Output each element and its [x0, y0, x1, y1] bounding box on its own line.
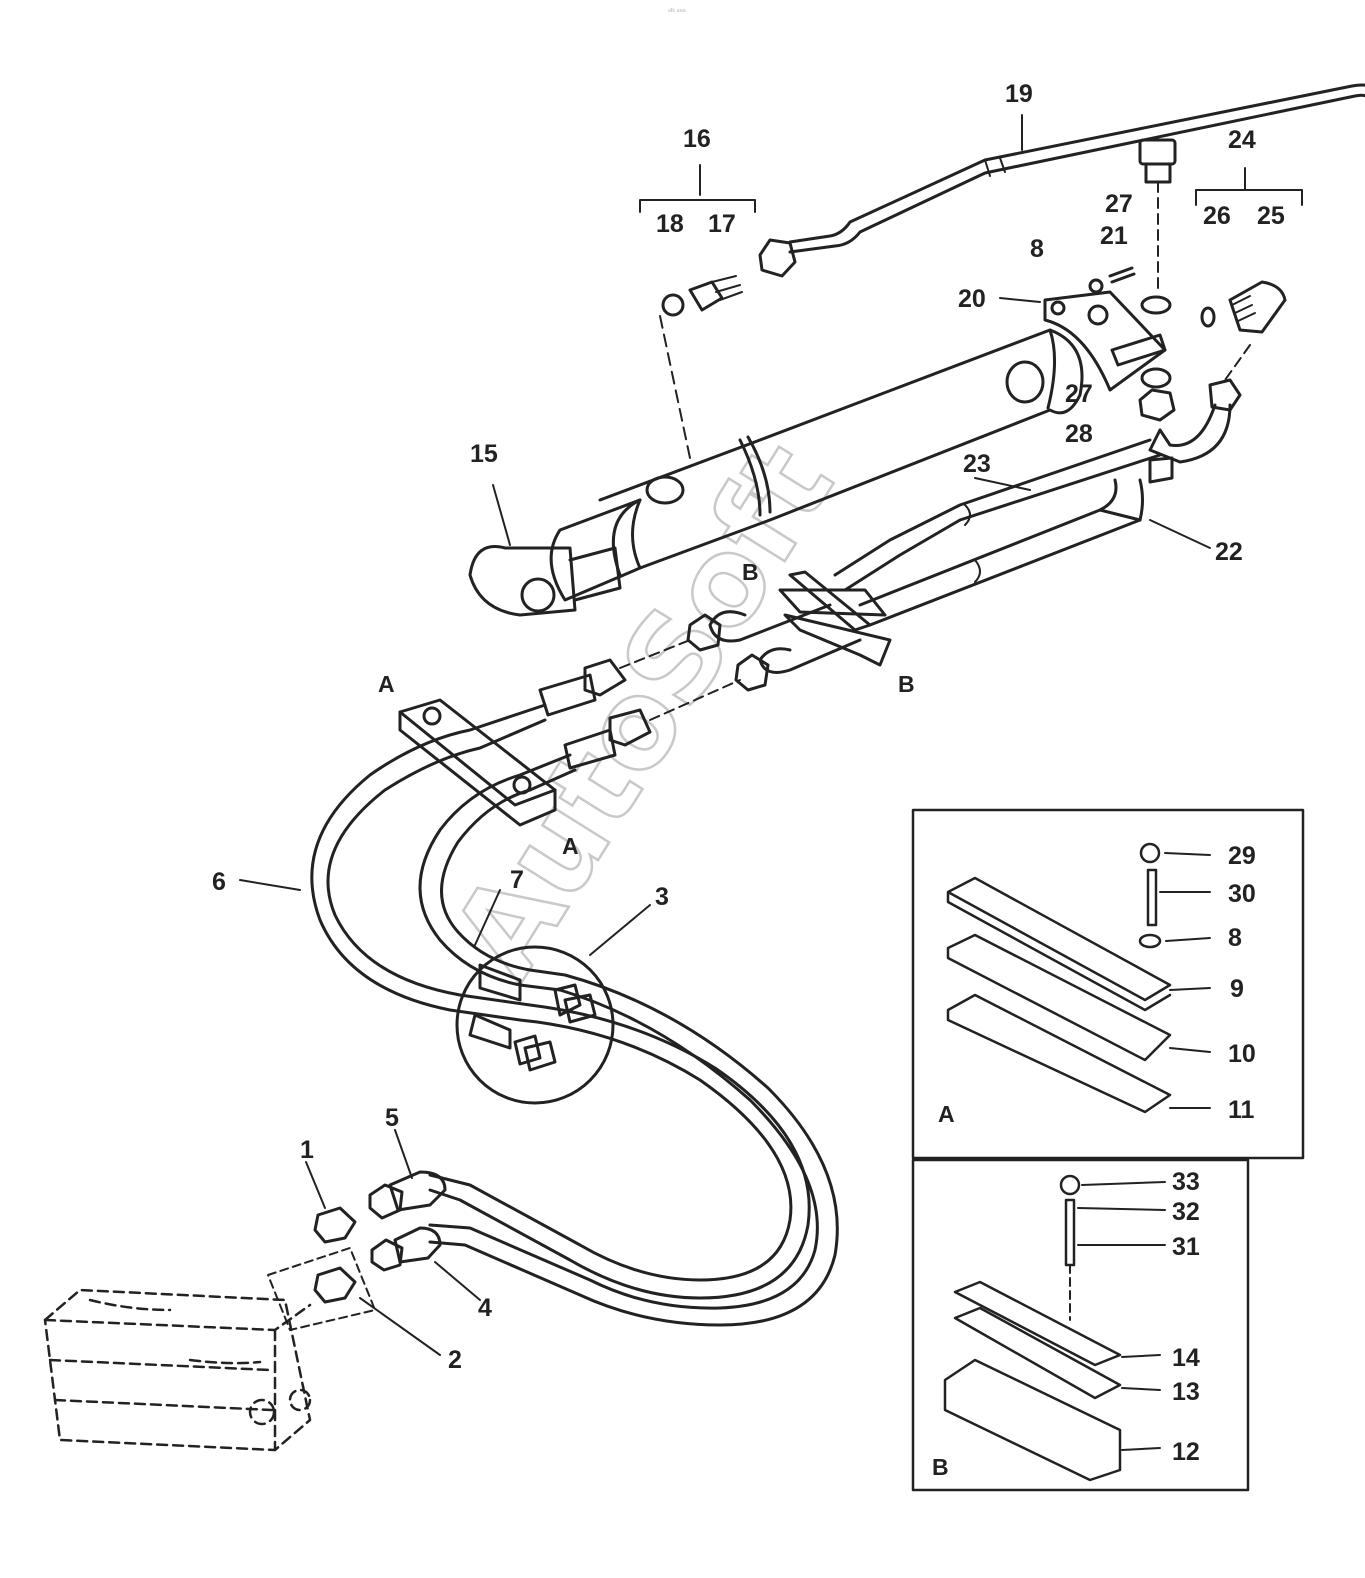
- fitting-17: [659, 275, 743, 459]
- hose-22: [858, 378, 1242, 627]
- valve-block: [43, 1288, 312, 1452]
- hose-6: [310, 703, 811, 1300]
- callout-11: 11: [1228, 1096, 1255, 1124]
- tube-fitting-top: [1138, 138, 1177, 289]
- callout-30: 30: [1228, 880, 1256, 908]
- callout-3: 3: [655, 883, 669, 911]
- callout-28: 28: [1065, 420, 1093, 448]
- section-label-b-1: B: [742, 559, 759, 585]
- tube-19: [788, 83, 1365, 254]
- inset-b-label: B: [932, 1454, 949, 1480]
- callout-29: 29: [1228, 842, 1256, 870]
- inset-panel-a: [911, 808, 1305, 1160]
- hose-7: [418, 753, 839, 1327]
- callout-7: 7: [510, 866, 524, 894]
- callout-10: 10: [1228, 1040, 1256, 1068]
- callout-22: 22: [1215, 538, 1243, 566]
- tube-nut-left: [758, 238, 797, 278]
- callout-20: 20: [958, 285, 986, 313]
- header-mark: ᵃᴺ ᵃᵃᵃ: [668, 7, 687, 16]
- fittings-lower: [267, 1170, 447, 1331]
- callout-1: 1: [300, 1136, 314, 1164]
- inset-a-label: A: [938, 1101, 955, 1127]
- watermark: AutoSoft: [427, 421, 861, 1001]
- callout-9: 9: [1230, 975, 1244, 1003]
- bracket-20: [1043, 290, 1167, 392]
- washers-27-28: [1138, 295, 1176, 422]
- callout-32: 32: [1172, 1198, 1200, 1226]
- callout-8-inset: 8: [1228, 924, 1242, 952]
- callout-labels: 1 2 3 4 5 6 7 8 9 10 11 12 13 14 15 16 1…: [212, 80, 1285, 1480]
- clamp-b-upper: [778, 570, 892, 667]
- callout-13: 13: [1172, 1378, 1200, 1406]
- section-label-b-2: B: [898, 671, 915, 697]
- callout-5: 5: [385, 1104, 399, 1132]
- callout-19: 19: [1005, 80, 1033, 108]
- callout-12: 12: [1172, 1438, 1200, 1466]
- callout-24: 24: [1228, 126, 1256, 154]
- callout-27-upper: 27: [1105, 190, 1133, 218]
- callout-4: 4: [478, 1294, 492, 1322]
- callout-31: 31: [1172, 1233, 1200, 1261]
- section-label-a-1: A: [378, 671, 395, 697]
- callout-17: 17: [708, 210, 736, 238]
- hose-23: [833, 438, 1162, 592]
- callout-23: 23: [963, 450, 991, 478]
- callout-6: 6: [212, 868, 226, 896]
- callout-8: 8: [1030, 235, 1044, 263]
- hose-pair-upper: [538, 603, 862, 770]
- callout-33: 33: [1172, 1168, 1200, 1196]
- hydraulic-cylinder-15: [468, 328, 1084, 617]
- bolt-21: [1088, 266, 1136, 294]
- callout-14: 14: [1172, 1344, 1200, 1372]
- elbow-fitting-25: [1200, 280, 1287, 381]
- callout-15: 15: [470, 440, 498, 468]
- callout-25: 25: [1257, 202, 1285, 230]
- detail-circle-3: [455, 945, 615, 1105]
- section-label-a-2: A: [562, 833, 579, 859]
- callout-27-lower: 27: [1065, 380, 1093, 408]
- callout-21: 21: [1100, 222, 1128, 250]
- callout-16: 16: [683, 125, 711, 153]
- leader-lines: [239, 114, 1303, 1451]
- inset-panel-b: [911, 1158, 1250, 1492]
- callout-26: 26: [1203, 202, 1231, 230]
- callout-2: 2: [448, 1346, 462, 1374]
- callout-18: 18: [656, 210, 684, 238]
